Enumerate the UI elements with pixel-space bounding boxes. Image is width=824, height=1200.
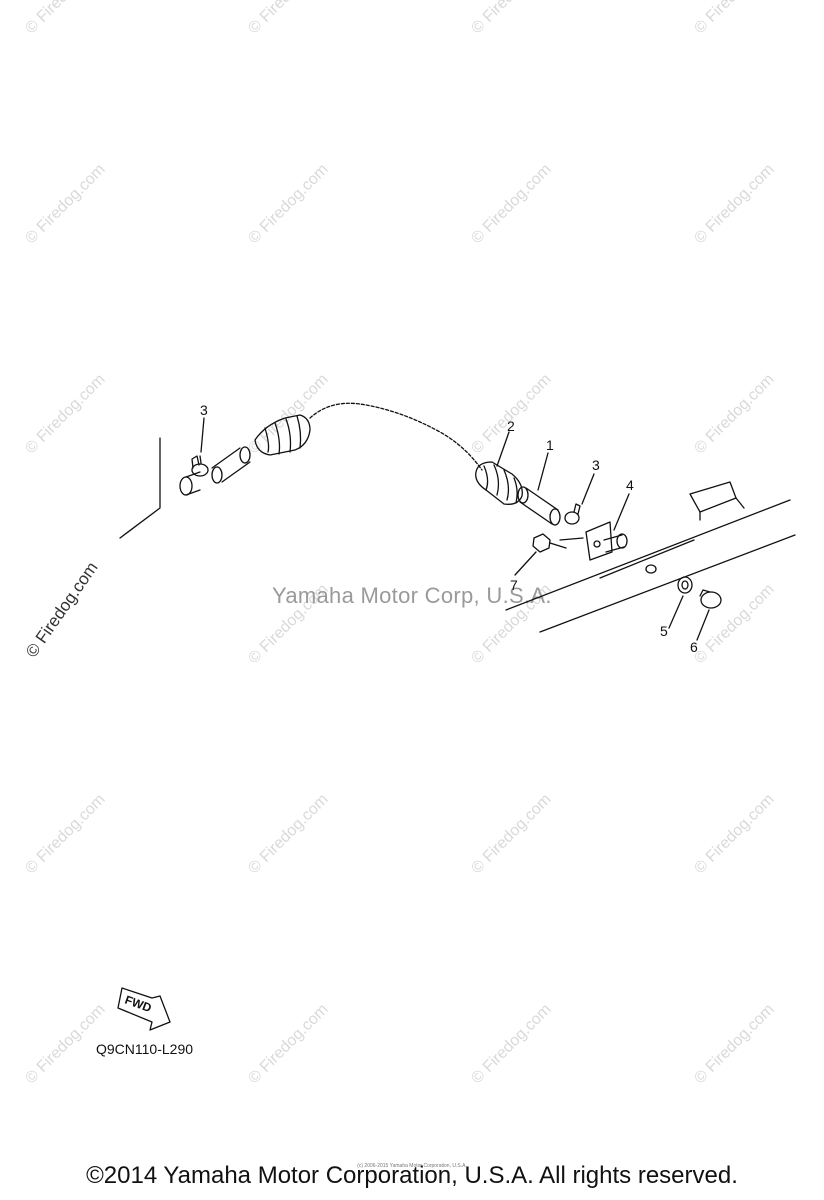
leader-line xyxy=(668,595,684,629)
leader-line xyxy=(200,417,205,453)
callout-3: 3 xyxy=(200,402,208,418)
clip-right xyxy=(564,503,581,525)
bolt xyxy=(532,533,584,553)
center-watermark: Yamaha Motor Corp, U.S.A. xyxy=(272,583,552,608)
copyright-footer: ©2014 Yamaha Motor Corporation, U.S.A. A… xyxy=(86,1162,738,1189)
callout-7: 7 xyxy=(510,577,518,593)
fwd-arrow xyxy=(117,987,171,1031)
sleeve-right xyxy=(517,486,561,526)
left-fitting xyxy=(179,476,193,496)
tiny-notice: (c) 2006-2015 Yamaha Motor Corporation, … xyxy=(357,1163,467,1169)
leader-line xyxy=(514,551,537,576)
callout-3: 3 xyxy=(592,457,600,473)
callout-6: 6 xyxy=(690,639,698,655)
leader-line xyxy=(581,473,595,505)
grommet xyxy=(677,576,693,594)
hull-rail xyxy=(505,481,796,633)
bellows-right xyxy=(475,461,523,505)
knob xyxy=(699,589,722,609)
callout-4: 4 xyxy=(626,477,634,493)
cable xyxy=(309,402,483,471)
clip-left xyxy=(191,455,209,477)
callout-2: 2 xyxy=(507,418,515,434)
bellows-left xyxy=(254,414,311,456)
sleeve-left xyxy=(211,446,251,484)
leader-line xyxy=(537,452,549,491)
leader-line xyxy=(696,609,710,641)
callout-5: 5 xyxy=(660,623,668,639)
leader-line xyxy=(496,431,510,467)
engine-outline xyxy=(119,437,161,539)
diagram-code: Q9CN110-L290 xyxy=(96,1041,194,1057)
bracket xyxy=(585,521,628,561)
leader-line xyxy=(613,493,630,531)
callout-1: 1 xyxy=(546,437,554,453)
